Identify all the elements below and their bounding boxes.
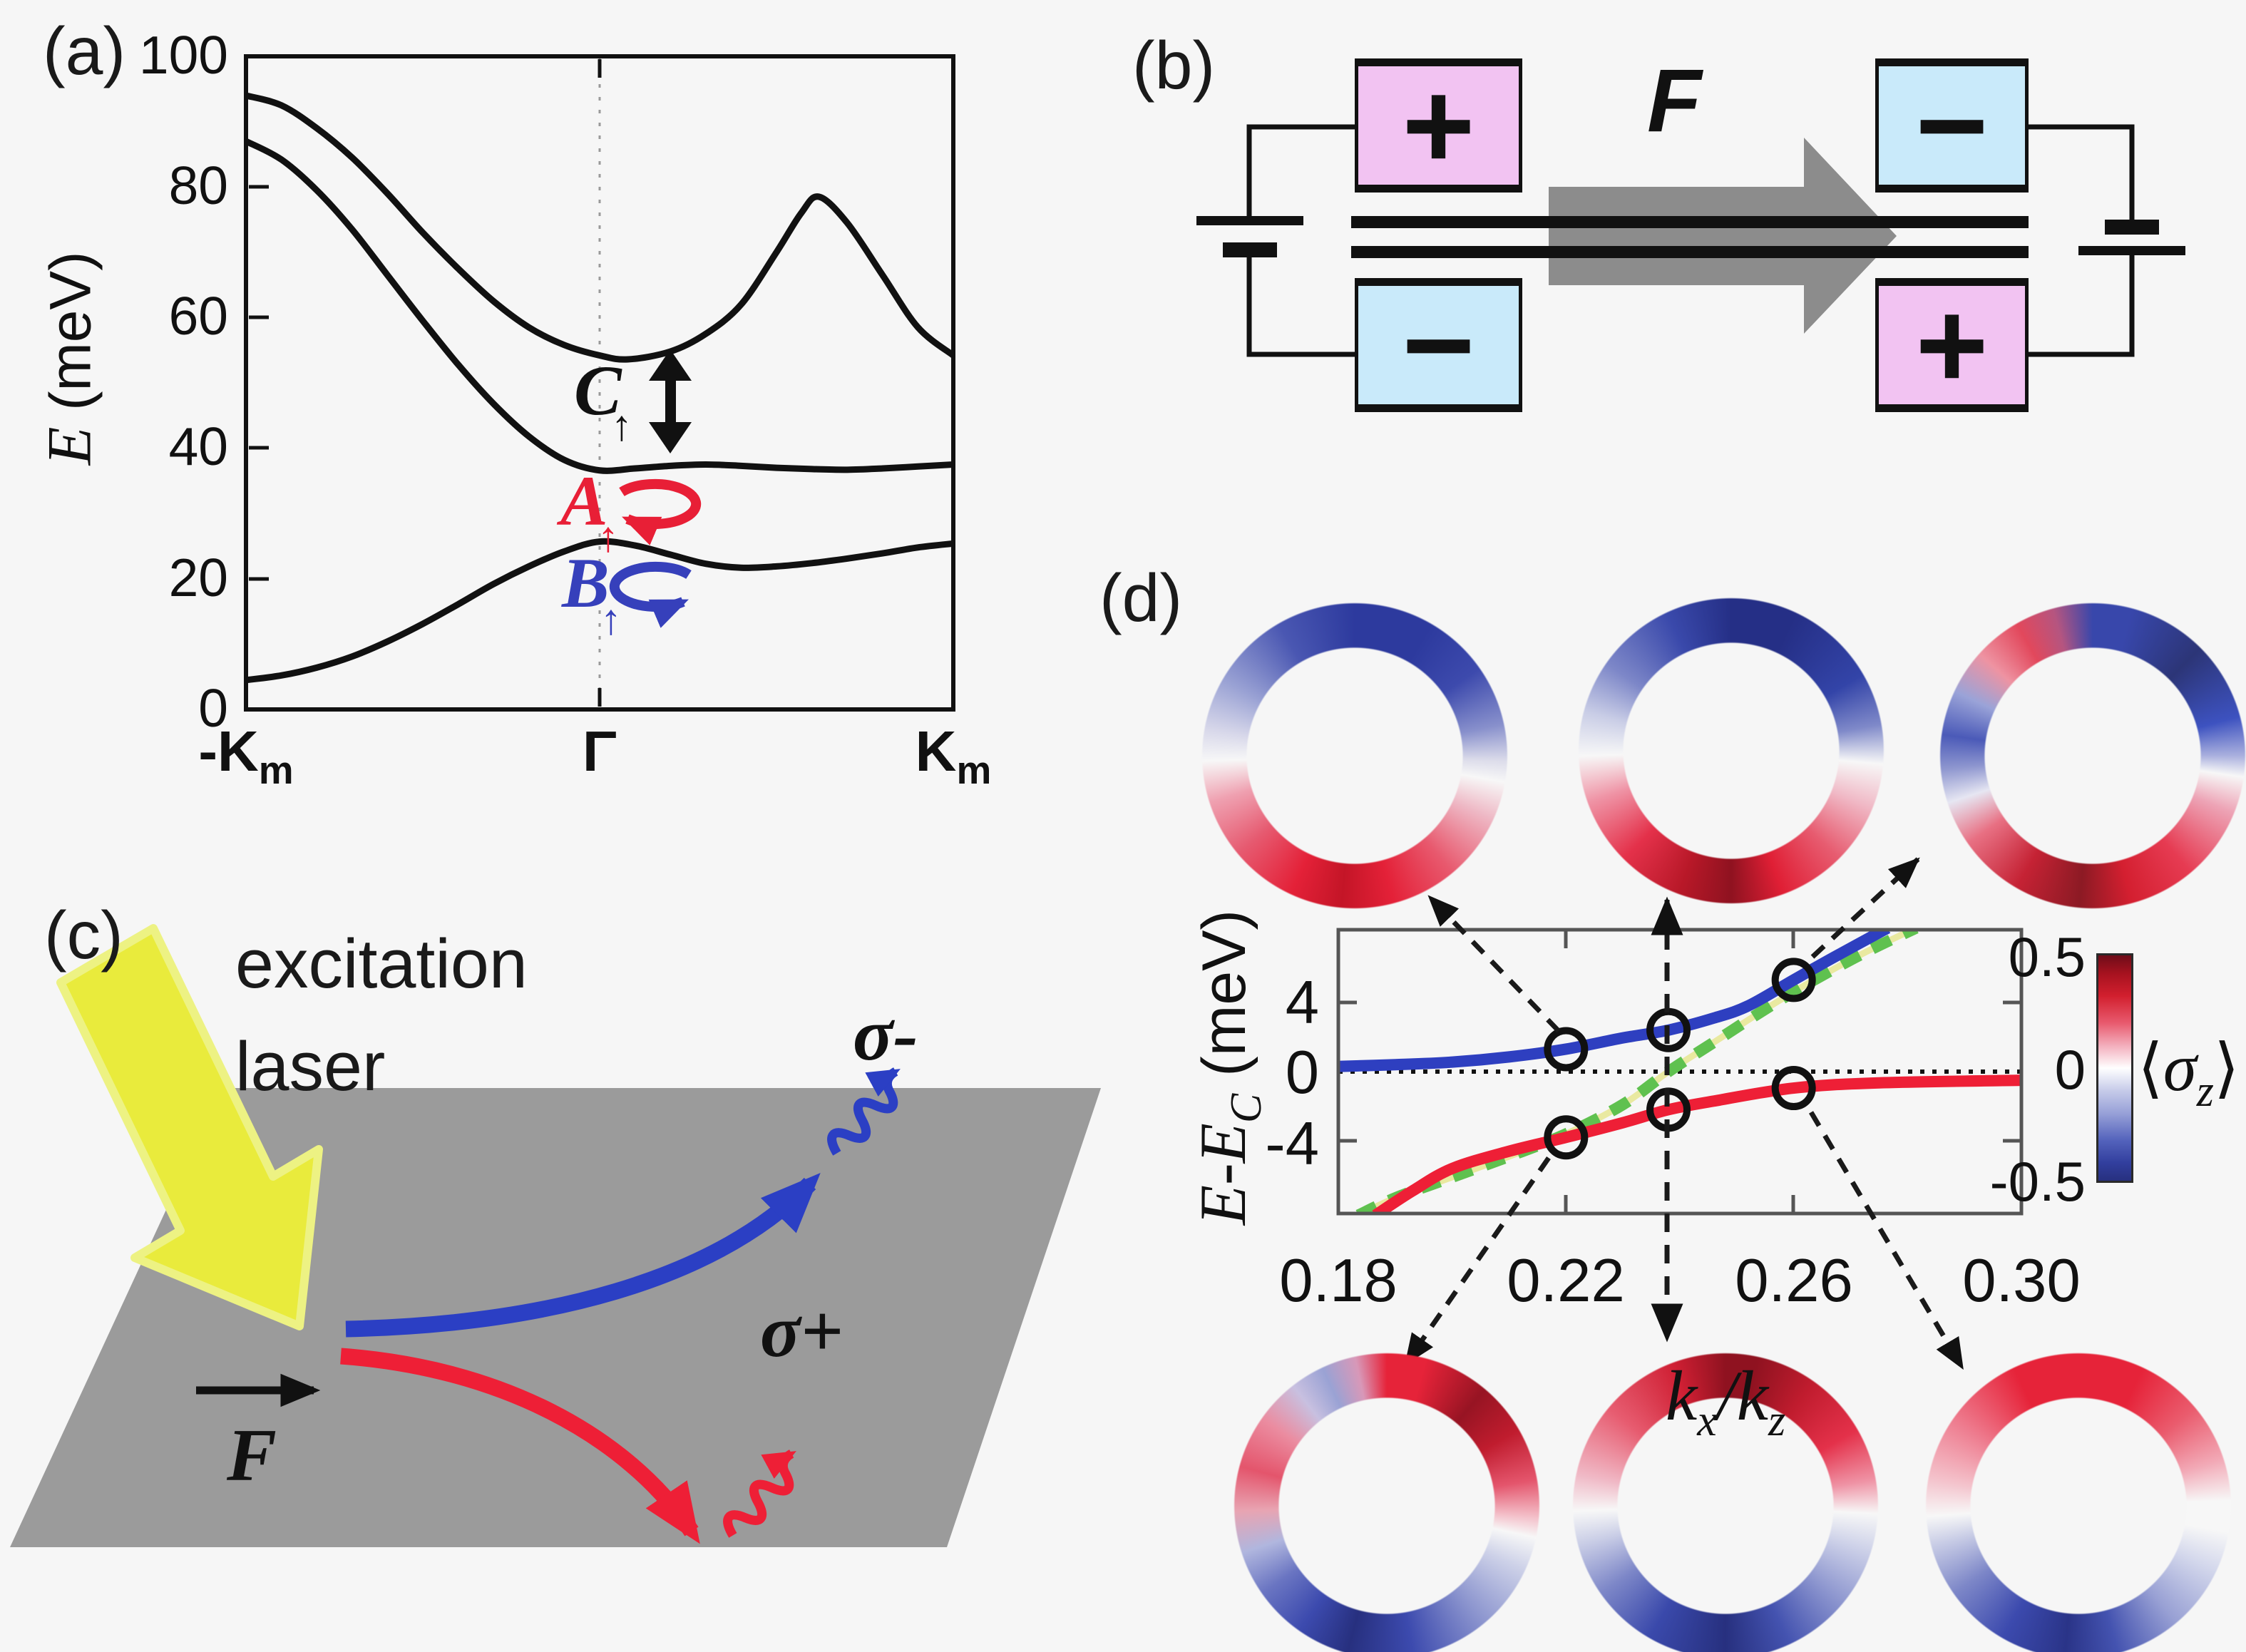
d-ylabel-units: (meV) [1190, 909, 1258, 1094]
connector-bottom-left [1404, 1156, 1551, 1366]
sigma-plus-label: σ+ [760, 1289, 843, 1373]
a-ytick-60: 60 [168, 286, 228, 346]
gate-bottom-right-sign: + [1915, 275, 1989, 415]
spin-ring-bottom-1 [1234, 1353, 1540, 1652]
circuit-wires [1246, 124, 2135, 357]
channel-layer-bottom [1351, 246, 2029, 258]
connector-top-right [1810, 857, 1920, 959]
connector-bottom-right [1808, 1111, 1965, 1370]
a-xtick-minus-km: -Km [198, 719, 294, 792]
panel-c-label: (c) [44, 898, 123, 973]
band-a-curve [246, 138, 953, 474]
a-xtick-km: Km [915, 719, 992, 792]
cb-tick-bottom: -0.5 [1989, 1150, 2086, 1213]
data-point-circle [1771, 1066, 1816, 1111]
spin-ring-top-1 [1201, 602, 1508, 909]
d-ytick-0: 0 [1285, 1039, 1319, 1107]
laser-caption-line2: laser [235, 1027, 386, 1105]
z-polarization-double-arrow-icon [649, 349, 692, 453]
panel-a-axes-box [244, 54, 955, 712]
gate-top-left-sign: + [1402, 56, 1475, 195]
panel-b-label: (b) [1132, 28, 1216, 103]
sigma-minus-label: σ- [853, 992, 918, 1076]
gate-bottom-left: − [1355, 276, 1522, 415]
band-c-label: C [574, 351, 622, 430]
battery-left-icon [1196, 216, 1303, 257]
panel-a-plot [244, 54, 955, 712]
panel-a-label: (a) [43, 14, 126, 89]
d-y-axis-label: E-EC (meV) [1185, 853, 1271, 1281]
ring-connector-arrows [1404, 857, 1965, 1370]
gate-bottom-right: + [1875, 276, 2029, 415]
panel-c-diagram [10, 924, 1101, 1547]
data-point-circle [1544, 1027, 1589, 1072]
sigma-plus-circular-arrow-icon [619, 478, 702, 545]
cb-tick-mid: 0 [2054, 1038, 2086, 1101]
panel-d-plot [1336, 857, 2024, 1370]
battery-right-icon [2078, 220, 2185, 255]
c-field-label: F [227, 1413, 277, 1497]
band-structure-curves [246, 92, 953, 684]
d-xtick-018: 0.18 [1279, 1247, 1398, 1315]
d-xtick-026: 0.26 [1735, 1247, 1853, 1315]
sigma-minus-photon-icon [827, 1067, 901, 1156]
gate-top-right: − [1875, 56, 2029, 195]
channel-layer-top [1351, 216, 2029, 228]
band-b-spin-arrow: ↑ [600, 595, 622, 643]
spin-ring-bottom-2 [1572, 1353, 1879, 1652]
band-a-spin-arrow: ↑ [598, 513, 619, 560]
a-ylabel-units: (meV) [38, 251, 103, 427]
band-c-curve [246, 92, 953, 363]
a-ylabel-symbol: E [35, 426, 105, 466]
d-ylabel-subscript: C [1222, 1093, 1271, 1124]
d-xtick-030: 0.30 [1962, 1247, 2081, 1315]
gate-top-left: + [1355, 56, 1522, 195]
sigma-z-colorbar [2096, 953, 2133, 1183]
a-ytick-80: 80 [168, 155, 228, 215]
panel-d-label: (d) [1099, 560, 1183, 636]
panel-d-tick-marks [1340, 931, 2020, 1212]
a-y-axis-label: E (meV) [34, 173, 105, 544]
d-ylabel-symbol: E-E [1186, 1123, 1259, 1226]
excitation-laser-arrow-icon [56, 924, 323, 1330]
sigma-z-colorbar-label: ⟨σz⟩ [2138, 1030, 2240, 1116]
d-ytick-m4: -4 [1265, 1110, 1319, 1178]
d-xtick-022: 0.22 [1507, 1247, 1625, 1315]
a-ytick-40: 40 [168, 416, 228, 476]
data-point-circle [1771, 958, 1816, 1002]
upper-branch-curve [1338, 930, 1891, 1072]
a-ytick-20: 20 [168, 548, 228, 607]
gate-top-right-sign: − [1915, 56, 1989, 195]
a-ytick-100: 100 [138, 25, 228, 85]
connector-top-left [1427, 895, 1561, 1033]
a-xtick-gamma: Γ [582, 719, 617, 783]
b-field-label: F [1647, 51, 1702, 150]
data-point-circle [1544, 1115, 1589, 1160]
spin-ring-top-2 [1578, 597, 1885, 904]
gate-bottom-left-sign: − [1402, 275, 1475, 415]
sigma-minus-trajectory-arrow [345, 1173, 821, 1338]
spin-ring-bottom-3 [1925, 1353, 2232, 1652]
sigma-plus-trajectory-arrow [340, 1348, 700, 1544]
d-ytick-4: 4 [1285, 969, 1319, 1037]
field-direction-arrow-icon [1549, 138, 1897, 334]
band-b-label: B [562, 543, 610, 622]
spin-ring-top-3 [1939, 602, 2246, 909]
band-c-spin-arrow: ↑ [611, 401, 632, 449]
dispersion-curves [1338, 930, 2021, 1214]
panel-b-schematic [1196, 124, 2185, 357]
sigma-minus-circular-arrow-icon [609, 561, 692, 628]
band-a-label: A [560, 461, 608, 540]
lower-branch-curve [1372, 1074, 2021, 1214]
sigma-plus-photon-icon [723, 1450, 796, 1538]
laser-caption-line1: excitation [235, 925, 528, 1002]
a-ytick-0: 0 [198, 678, 228, 738]
d-x-axis-label: kx/kz [1665, 1356, 1786, 1445]
band-b-curve [246, 538, 953, 684]
cb-tick-top: 0.5 [2008, 925, 2086, 988]
panel-a-tick-marks [249, 59, 602, 707]
